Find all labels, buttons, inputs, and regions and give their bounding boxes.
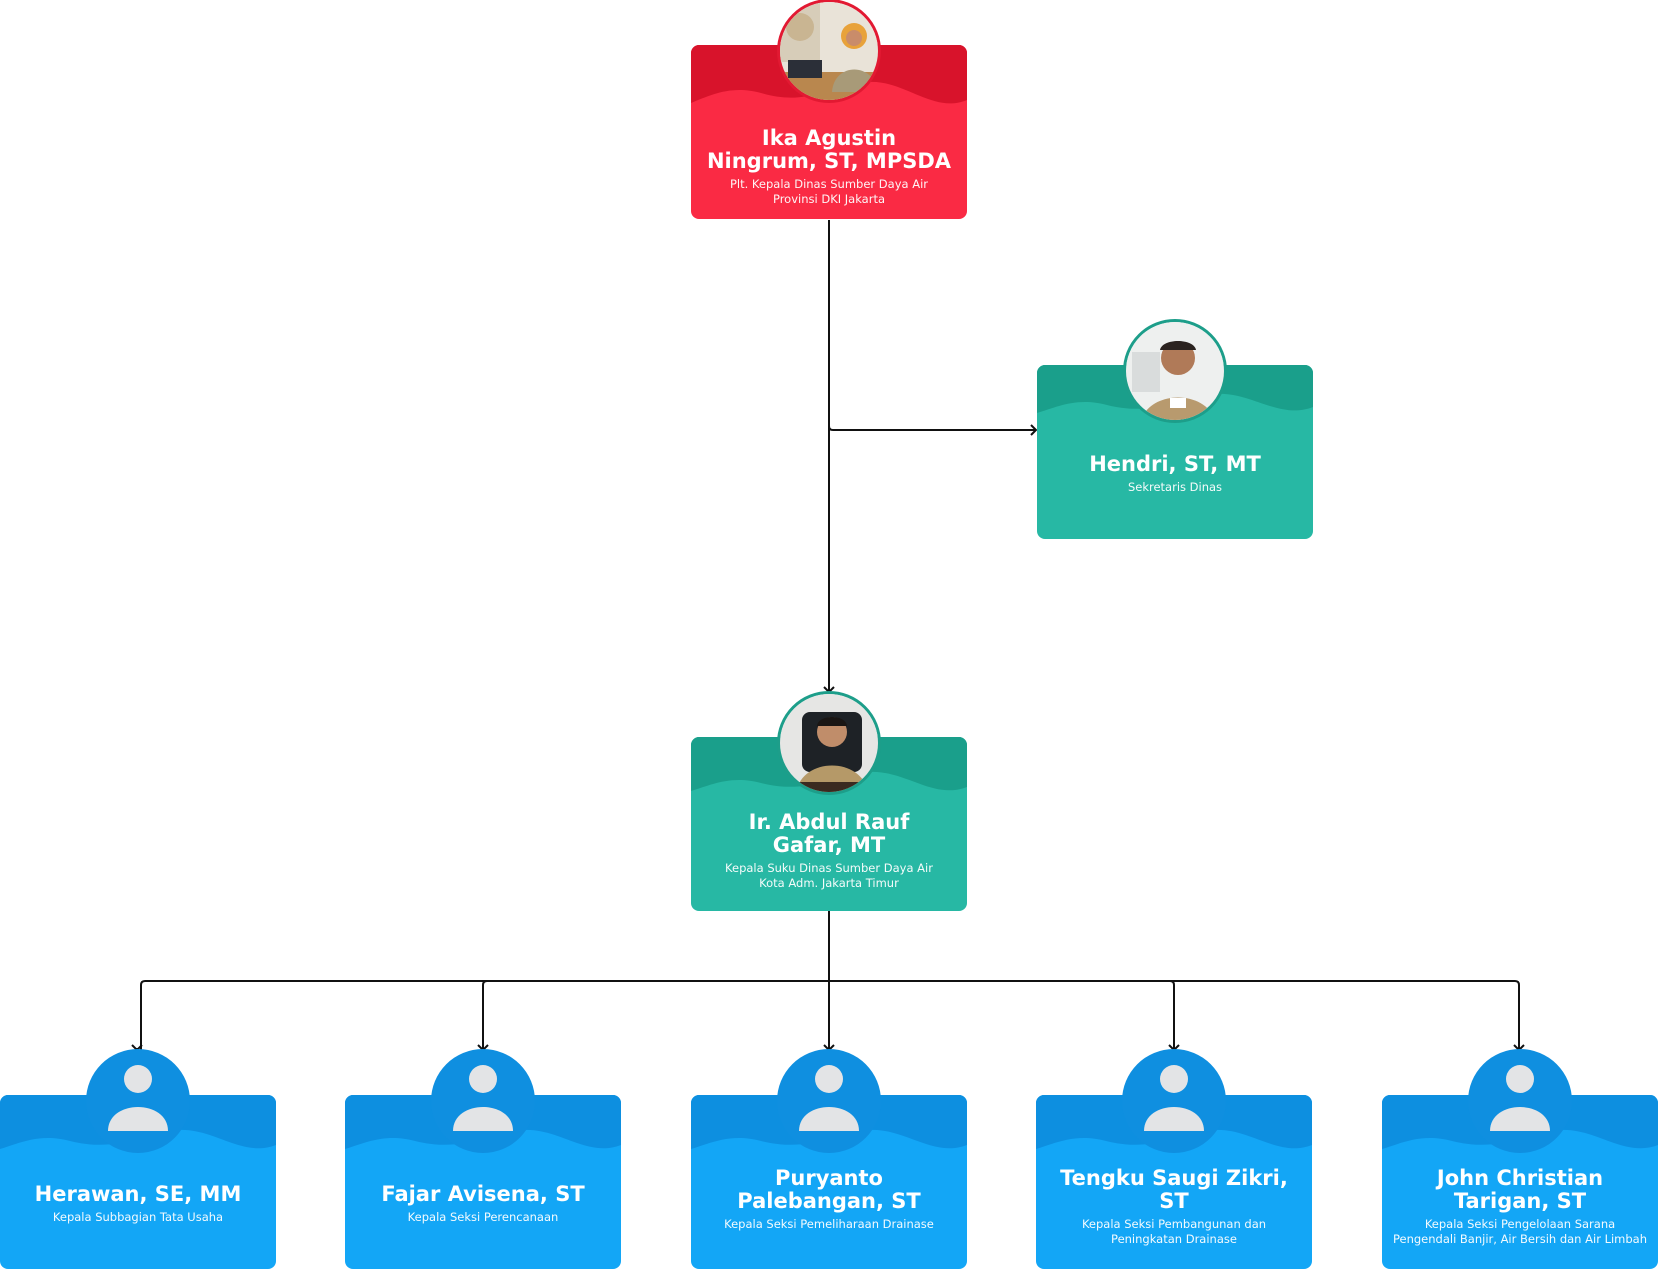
section-card-tata-usaha[interactable]: Herawan, SE, MM Kepala Subbagian Tata Us…	[0, 1049, 276, 1269]
section-role: Kepala Seksi Perencanaan	[407, 1210, 559, 1224]
section-card-perencanaan[interactable]: Fajar Avisena, ST Kepala Seksi Perencana…	[345, 1049, 621, 1269]
secretary-role: Sekretaris Dinas	[1127, 480, 1223, 494]
suku-dinas-name: Ir. Abdul Rauf Gafar, MT	[748, 810, 910, 857]
section-card-pemeliharaan-drainase[interactable]: Puryanto Palebangan, ST Kepala Seksi Pem…	[691, 1049, 967, 1269]
secretary-name: Hendri, ST, MT	[1089, 452, 1261, 476]
secretary-card[interactable]: Hendri, ST, MT Sekretaris Dinas	[1037, 319, 1313, 539]
section-role: Kepala Seksi Pembangunan dan Peningkatan…	[1081, 1217, 1267, 1246]
user-placeholder-icon	[1122, 1049, 1226, 1153]
user-placeholder-icon	[777, 1049, 881, 1153]
suku-dinas-card[interactable]: Ir. Abdul Rauf Gafar, MT Kepala Suku Din…	[691, 691, 967, 911]
head-photo	[777, 0, 881, 103]
section-name: Fajar Avisena, ST	[381, 1182, 585, 1206]
section-name: Puryanto Palebangan, ST	[737, 1166, 921, 1213]
head-role: Plt. Kepala Dinas Sumber Daya Air Provin…	[729, 177, 929, 206]
user-placeholder-icon	[431, 1049, 535, 1153]
section-role: Kepala Seksi Pemeliharaan Drainase	[724, 1217, 934, 1231]
suku-dinas-role: Kepala Suku Dinas Sumber Daya Air Kota A…	[725, 861, 933, 890]
section-name: John Christian Tarigan, ST	[1436, 1166, 1604, 1213]
connector-to-section-4	[1170, 980, 1174, 1050]
head-card[interactable]: Ika Agustin Ningrum, ST, MPSDA Plt. Kepa…	[691, 0, 967, 219]
user-placeholder-icon	[86, 1049, 190, 1153]
section-card-pengelolaan-sarana[interactable]: John Christian Tarigan, ST Kepala Seksi …	[1382, 1049, 1658, 1269]
connector-head-to-secretary	[828, 424, 1038, 436]
secretary-photo	[1123, 319, 1227, 423]
user-placeholder-icon	[1468, 1049, 1572, 1153]
section-name: Herawan, SE, MM	[34, 1182, 242, 1206]
section-role: Kepala Seksi Pengelolaan Sarana Pengenda…	[1392, 1217, 1648, 1246]
suku-dinas-photo	[777, 691, 881, 795]
connector-to-section-2	[483, 980, 487, 1050]
head-name: Ika Agustin Ningrum, ST, MPSDA	[706, 126, 952, 173]
section-name: Tengku Saugi Zikri, ST	[1060, 1166, 1288, 1213]
section-card-pembangunan-drainase[interactable]: Tengku Saugi Zikri, ST Kepala Seksi Pemb…	[1036, 1049, 1312, 1269]
section-role: Kepala Subbagian Tata Usaha	[52, 1210, 224, 1224]
